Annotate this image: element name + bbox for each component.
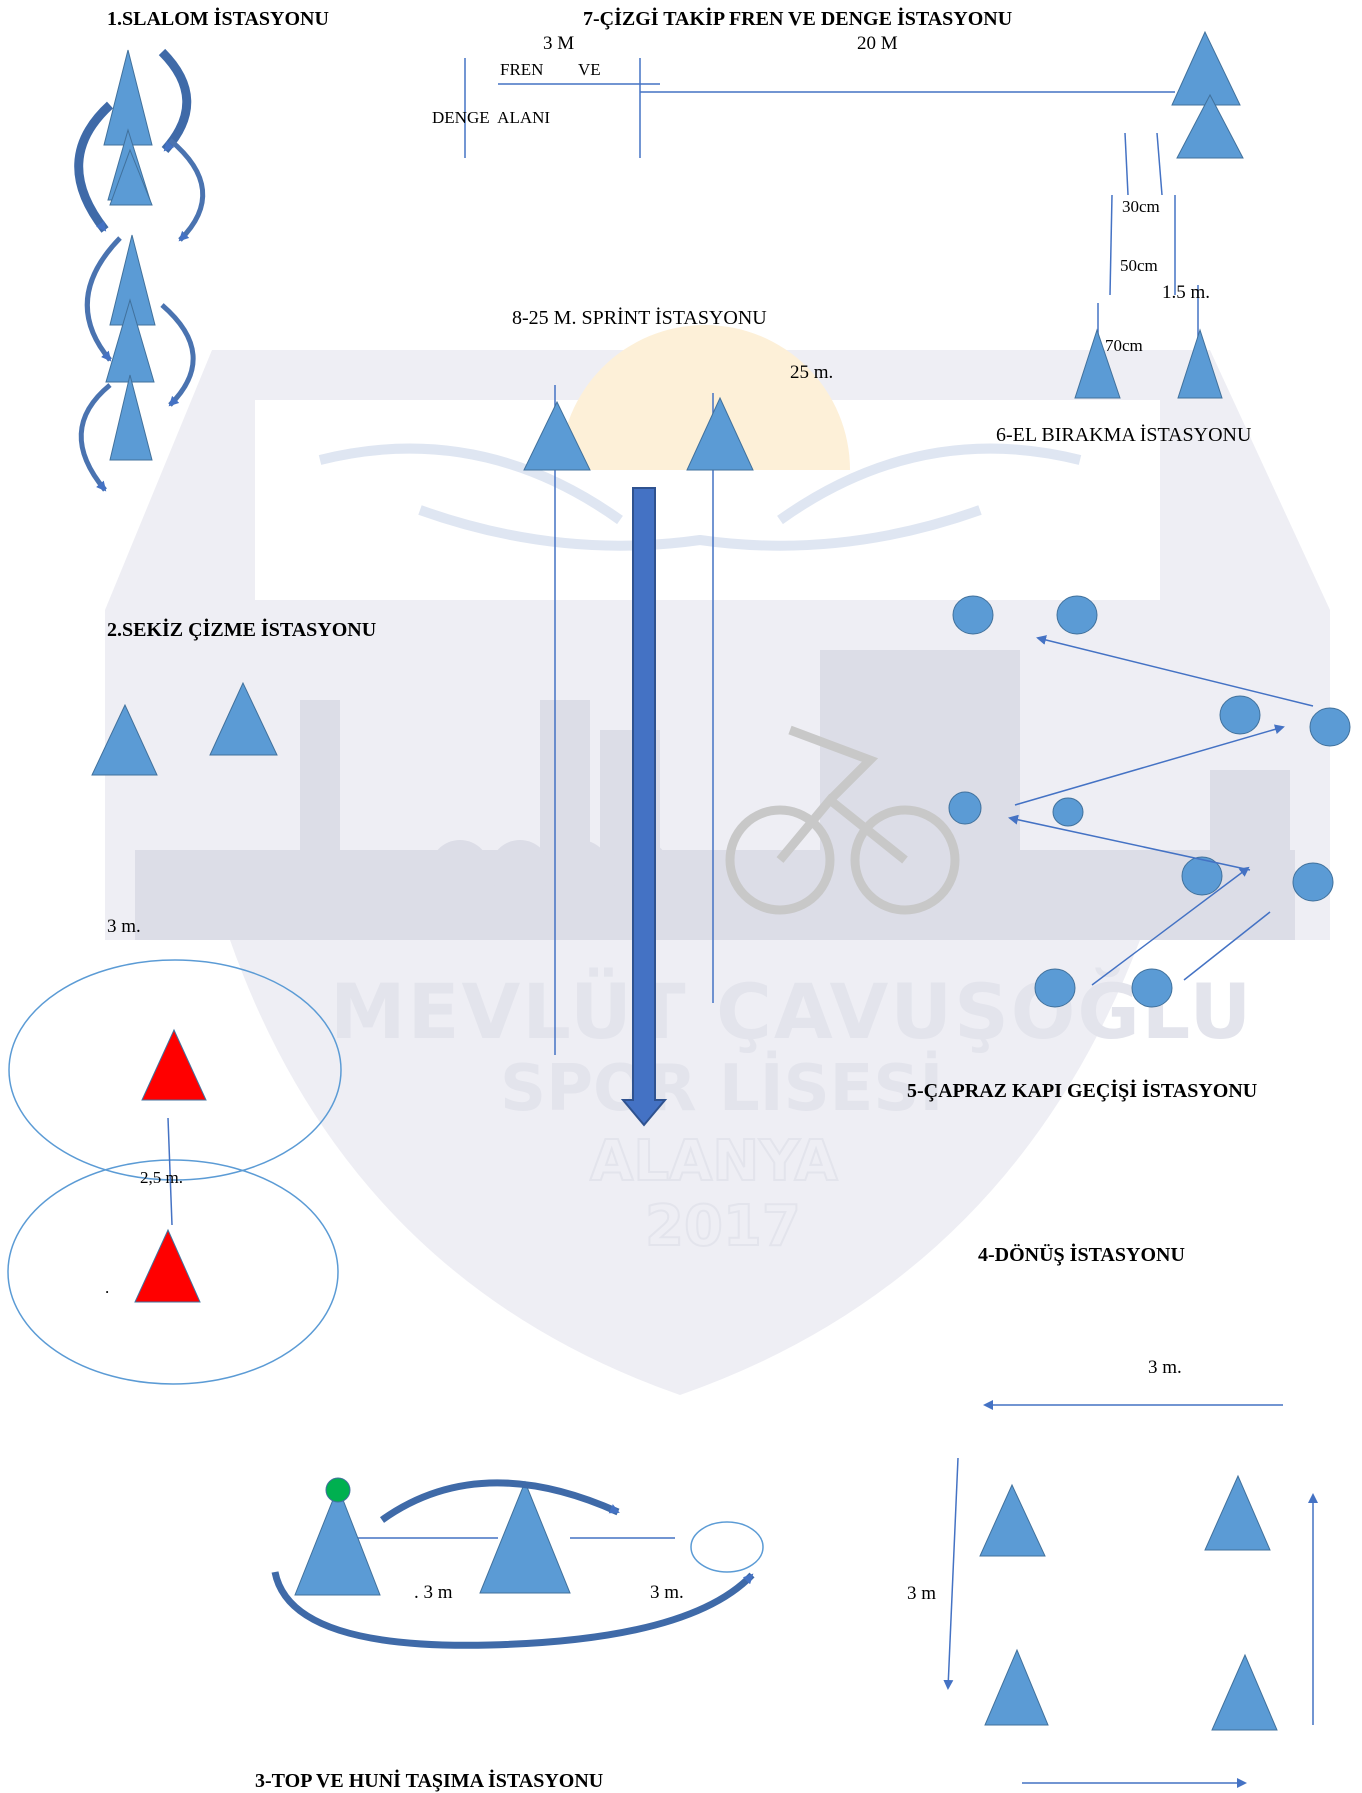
cross-gate-ball [1131,968,1173,1008]
ball-cone-carry-arrow [379,1479,620,1523]
title-cross-gate-station: 5-ÇAPRAZ KAPI GEÇİŞİ İSTASYONU [907,1080,1258,1102]
label-3m-line-follow: 3 M [543,33,575,54]
label-25m-sprint: 25 m. [790,362,834,383]
line-follow-cone [1176,93,1244,159]
turn-cone [984,1648,1049,1726]
figure-eight-station [7,681,342,1385]
label-3m-turn-left: 3 m [907,1583,937,1604]
sprint-station [523,385,754,1127]
title-ball-cone-station: 3-TOP VE HUNİ TAŞIMA İSTASYONU [255,1770,604,1792]
title-sprint-station: 8-25 M. SPRİNT İSTASYONU [512,307,767,329]
title-figure-eight-station: 2.SEKİZ ÇİZME İSTASYONU [107,619,377,641]
figure-eight-lower-circle [7,1159,339,1385]
label-3m-ball-cone-b: 3 m. [650,1582,684,1603]
watermark-crest: MEVLÜT ÇAVUŞOĞLU SPOR LİSESİ ALANYA 2017 [105,325,1330,1395]
figure-eight-cone [209,681,278,756]
cross-gate-ball [1056,595,1098,635]
cross-gate-ball [1052,797,1084,827]
title-turn-station: 4-DÖNÜŞ İSTASYONU [978,1244,1185,1266]
cross-gate-path-arrow [1091,866,1250,986]
sprint-direction-arrow [620,487,668,1127]
label-1-5m: 1.5 m. [1162,282,1211,303]
turn-arrow-left [943,1457,959,1690]
ball-cone-return-arrow [271,1571,755,1649]
watermark-cyclist [725,725,960,915]
label-denge-alani: DENGE ALANI [432,108,551,127]
hand-release-cone [1177,328,1223,399]
turn-cone [1211,1653,1278,1731]
ball-target-circle [690,1521,764,1573]
slalom-curved-arrows [74,48,206,492]
cross-gate-path [1183,911,1271,981]
watermark-city: ALANYA [590,1129,838,1194]
cross-gate-path-arrow [1036,635,1314,707]
title-hand-release-station: 6-EL BIRAKMA İSTASYONU [996,424,1252,446]
slalom-station [74,48,206,492]
cross-gate-ball [1309,707,1351,747]
cross-gate-ball [1181,856,1223,896]
label-fren: FREN [500,60,544,79]
sprint-cone [523,400,591,471]
label-3m-turn-top: 3 m. [1148,1357,1182,1378]
cross-gate-path-arrow [1014,724,1285,806]
line-follow-station [464,30,1244,159]
watermark-sun [560,325,850,470]
cross-gate-ball [948,791,982,825]
sprint-cone [686,396,754,471]
ball-cone-cone [479,1480,571,1594]
title-line-follow-station: 7-ÇİZGİ TAKİP FREN VE DENGE İSTASYONU [583,8,1013,30]
label-2-5m: 2,5 m. [140,1168,183,1187]
label-dot: . [105,1278,110,1297]
watermark-school-name: MEVLÜT ÇAVUŞOĞLU [330,966,1253,1056]
figure-eight-upper-circle [8,959,342,1181]
label-30cm: 30cm [1122,197,1160,216]
cross-gate-ball [952,595,994,635]
cross-gate-ball [1034,968,1076,1008]
label-ve: VE [578,60,601,79]
watermark-school-type: SPOR LİSESİ [500,1050,943,1126]
label-3m-ball-cone-a: . 3 m [414,1582,453,1603]
label-50cm: 50cm [1120,256,1158,275]
cross-gate-station [948,595,1351,1008]
ball-cone-station [271,1477,764,1649]
turn-cone [1204,1474,1271,1551]
slalom-cones [103,49,156,461]
watermark-year: 2017 [645,1194,801,1259]
watermark-city-skyline [135,650,1295,940]
figure-eight-red-cone [134,1228,201,1303]
figure-eight-cone [91,703,158,776]
line-follow-cone [1171,30,1241,106]
label-3m-figure-eight: 3 m. [107,916,141,937]
cross-gate-ball [1292,862,1334,902]
cross-gate-path-arrow [1008,814,1251,871]
label-70cm: 70cm [1105,336,1143,355]
turn-cone [979,1483,1046,1557]
ball-cone-cone [294,1485,381,1596]
green-ball [325,1477,351,1503]
hand-release-station [1074,132,1223,399]
label-20m-line-follow: 20 M [857,33,898,54]
hand-release-cone [1074,328,1121,399]
turn-station [943,1400,1318,1788]
figure-eight-red-cone [141,1028,207,1101]
cross-gate-ball [1219,695,1261,735]
watermark-swimmer [318,443,1082,551]
title-slalom-station: 1.SLALOM İSTASYONU [107,8,329,30]
